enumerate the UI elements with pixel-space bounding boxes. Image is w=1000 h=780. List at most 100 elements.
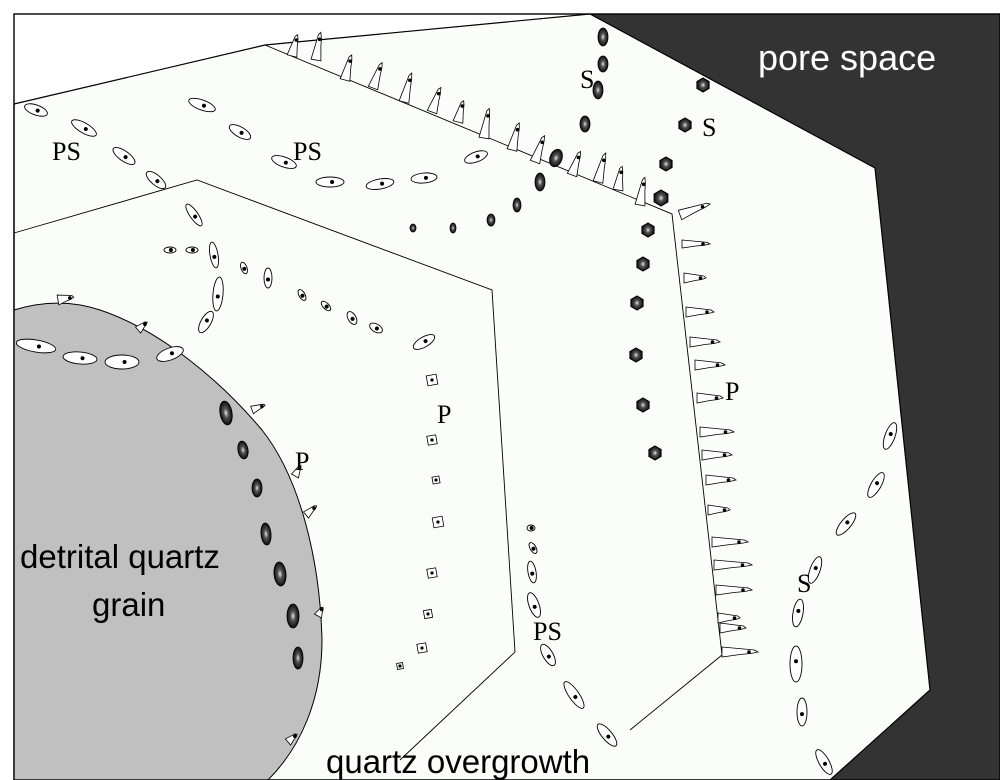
pseudosecondary-inclusion: [412, 334, 436, 350]
growth-zone-inner: [13, 179, 516, 761]
vapor-bubble: [324, 304, 329, 309]
inclusion-outline: [62, 351, 98, 365]
inclusion-outline: [315, 176, 345, 188]
pseudosecondary-inclusion: [464, 150, 488, 164]
pseudosecondary-inclusion: [563, 681, 585, 709]
pseudosecondary-inclusion: [185, 246, 199, 254]
vapor-bubble: [408, 78, 412, 83]
vapor-bubble: [740, 563, 745, 567]
vapor-bubble: [169, 351, 174, 356]
vapor-bubble: [641, 182, 646, 187]
vapor-bubble: [726, 478, 731, 482]
primary-inclusion: [713, 559, 754, 571]
primary-inclusion: [689, 336, 721, 348]
pseudosecondary-inclusion: [792, 598, 804, 628]
vapor-bubble: [813, 566, 818, 571]
vapor-bubble: [576, 155, 581, 160]
vapor-bubble: [155, 179, 160, 184]
secondary-inclusion: [534, 172, 546, 192]
vapor-bubble: [619, 170, 623, 175]
secondary-inclusion: [486, 213, 496, 227]
pseudosecondary-inclusion: [185, 203, 203, 227]
vapor-bubble: [737, 626, 742, 630]
vapor-bubble: [239, 130, 244, 135]
pseudosecondary-inclusion: [796, 697, 808, 727]
vapor-bubble: [312, 506, 316, 511]
vapor-bubble: [436, 520, 440, 524]
inclusion-outline: [156, 346, 184, 362]
vapor-bubble: [68, 296, 72, 300]
vapor-bubble: [426, 612, 430, 616]
vapor-bubble: [722, 453, 727, 457]
secondary-inclusion: [597, 27, 609, 47]
primary-inclusion: [683, 272, 707, 284]
secondary-inclusion: [592, 80, 604, 100]
vapor-bubble: [300, 293, 305, 298]
vapor-bubble: [529, 526, 534, 530]
secondary-inclusion: [636, 256, 650, 272]
vapor-bubble: [606, 734, 611, 739]
vapor-bubble: [794, 659, 798, 664]
inclusion-outline: [835, 512, 857, 536]
primary-inclusion: [707, 504, 731, 516]
vapor-bubble: [283, 160, 288, 165]
inclusion-outline: [789, 645, 803, 683]
secondary-inclusion: [630, 295, 644, 311]
secondary-inclusion: [409, 223, 417, 233]
vapor-bubble: [723, 430, 728, 434]
vapor-bubble: [540, 140, 544, 145]
p-label-2: P: [295, 447, 309, 476]
vapor-bubble: [823, 761, 828, 766]
pseudosecondary-inclusion: [297, 289, 307, 301]
secondary-inclusion: [549, 148, 563, 168]
secondary-inclusion: [678, 117, 692, 133]
pseudosecondary-inclusion: [209, 241, 219, 269]
vapor-bubble: [35, 108, 40, 113]
pore-space-region: [590, 14, 1000, 780]
pseudosecondary-inclusion: [271, 155, 297, 169]
vapor-bubble: [436, 91, 441, 96]
vapor-bubble: [398, 664, 402, 668]
vapor-bubble: [573, 694, 578, 699]
inclusion-outline: [71, 119, 97, 137]
pseudosecondary-inclusion: [527, 592, 541, 618]
vapor-bubble: [546, 654, 551, 659]
inclusion-outline: [882, 422, 898, 450]
pseudosecondary-inclusion: [163, 246, 177, 254]
vapor-bubble: [475, 154, 480, 159]
primary-inclusion: [715, 584, 754, 596]
pseudosecondary-inclusion: [835, 512, 857, 536]
vapor-bubble: [260, 404, 264, 409]
pseudosecondary-inclusion: [145, 170, 167, 190]
vapor-bubble: [215, 294, 220, 299]
pseudosecondary-inclusion: [867, 472, 885, 498]
pseudosecondary-inclusion: [240, 261, 248, 275]
growth-zone-outer: [264, 44, 723, 731]
secondary-inclusion: [219, 400, 233, 426]
secondary-inclusion: [696, 77, 710, 93]
s-label-1: S: [580, 65, 594, 94]
secondary-inclusion: [292, 646, 304, 670]
secondary-inclusion: [449, 222, 457, 234]
vapor-bubble: [700, 204, 705, 209]
secondary-inclusion: [597, 55, 609, 73]
pseudosecondary-inclusion: [188, 97, 216, 113]
vapor-bubble: [701, 242, 705, 246]
s-label-2: S: [702, 113, 716, 142]
vapor-bubble: [319, 607, 324, 612]
pseudosecondary-inclusion: [596, 723, 618, 747]
pseudosecondary-inclusion: [315, 176, 345, 188]
pseudosecondary-inclusion: [263, 267, 273, 289]
inclusion-layer: [15, 27, 898, 775]
pore-space-label: pore space: [758, 37, 936, 78]
vapor-bubble: [350, 316, 355, 321]
inclusion-outline: [15, 338, 57, 354]
pseudosecondary-inclusion: [228, 124, 252, 140]
vapor-bubble: [348, 59, 352, 63]
primary-inclusion: [696, 392, 724, 404]
vapor-bubble: [430, 378, 434, 382]
vapor-bubble: [293, 734, 297, 739]
vapor-bubble: [36, 344, 41, 349]
vapor-bubble: [374, 326, 379, 331]
